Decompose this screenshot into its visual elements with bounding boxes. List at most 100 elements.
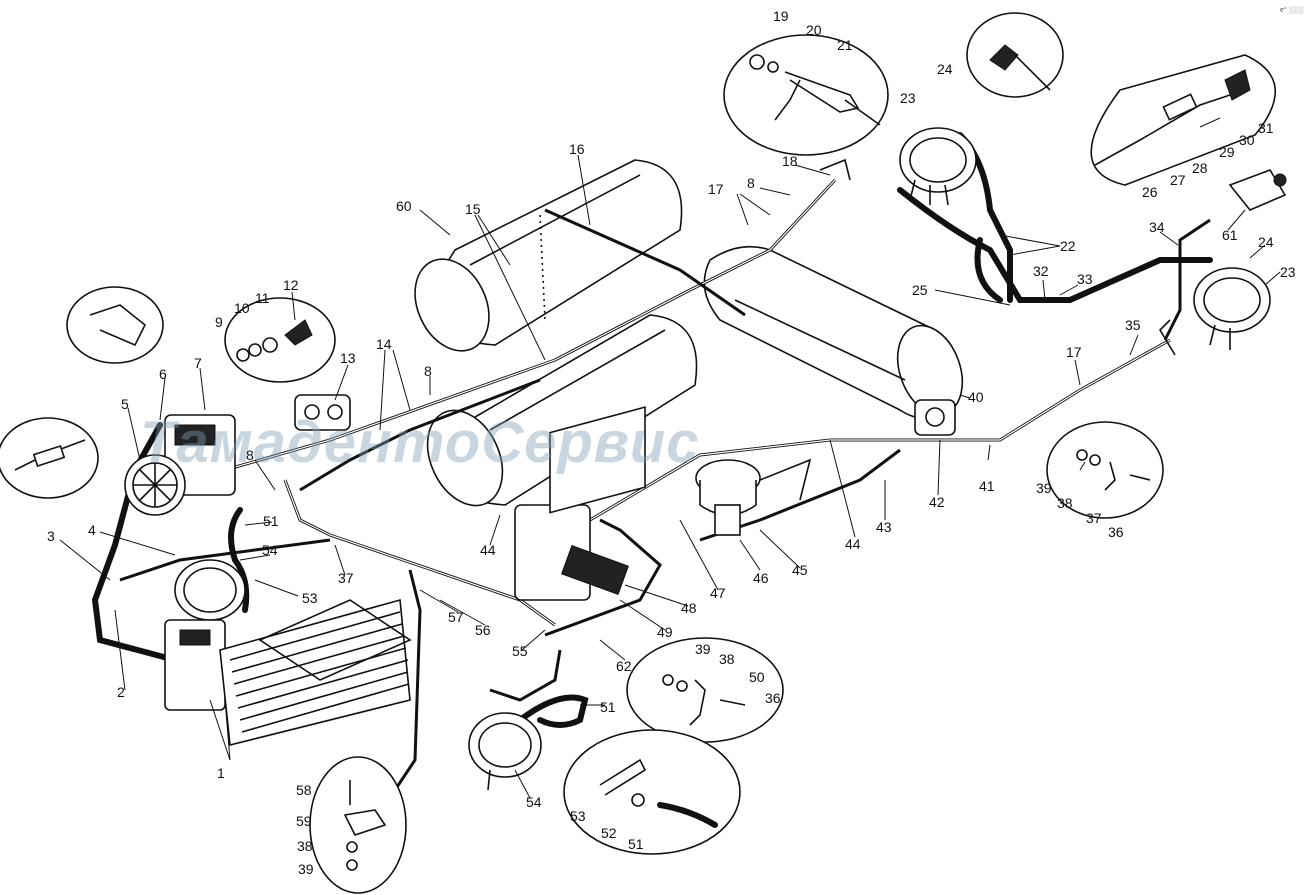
callout-43: 43 xyxy=(876,519,892,535)
callout-29: 29 xyxy=(1219,144,1235,160)
callout-39-right: 39 xyxy=(1036,480,1052,496)
callout-20: 20 xyxy=(806,22,822,38)
callout-54-bottom: 54 xyxy=(526,794,542,810)
release-valve-rear xyxy=(914,399,956,436)
callout-5: 5 xyxy=(121,396,129,412)
callout-2: 2 xyxy=(117,684,125,700)
callout-1: 1 xyxy=(217,765,225,781)
callout-42: 42 xyxy=(929,494,945,510)
protection-valve xyxy=(294,394,351,431)
callout-18: 18 xyxy=(782,153,798,169)
callout-16: 16 xyxy=(569,141,585,157)
detail-bubble-36-39-right xyxy=(1046,421,1164,519)
detail-bubble-9-12 xyxy=(224,297,336,383)
callout-38-right: 38 xyxy=(1057,495,1073,511)
watermark-text: ТамадентоСервис xyxy=(140,410,700,475)
callout-28: 28 xyxy=(1192,160,1208,176)
air-receiver-front xyxy=(426,314,698,507)
callout-46: 46 xyxy=(753,570,769,586)
callout-33: 33 xyxy=(1077,271,1093,287)
callout-15: 15 xyxy=(465,201,481,217)
brake-chamber-rear-top xyxy=(899,127,977,206)
callout-11: 11 xyxy=(255,290,270,306)
callout-13: 13 xyxy=(340,350,356,366)
callout-41: 41 xyxy=(979,478,995,494)
callout-54-left: 54 xyxy=(262,542,278,558)
callout-4: 4 xyxy=(88,522,96,538)
air-receiver-right xyxy=(703,245,964,419)
rear-fitting-cluster xyxy=(819,158,1287,356)
callout-24-right: 24 xyxy=(1258,234,1274,250)
callout-17-top: 17 xyxy=(708,181,724,197)
callout-49: 49 xyxy=(657,624,673,640)
callout-37-right: 37 xyxy=(1086,510,1102,526)
callout-25: 25 xyxy=(912,282,928,298)
callout-7: 7 xyxy=(194,355,202,371)
callout-23-top: 23 xyxy=(900,90,916,106)
callout-40: 40 xyxy=(968,389,984,405)
callout-38-bubble: 38 xyxy=(719,651,735,667)
callout-12: 12 xyxy=(283,277,299,293)
brake-chamber-front xyxy=(468,712,542,791)
callout-8-mid: 8 xyxy=(424,363,432,379)
callout-59: 59 xyxy=(296,813,312,829)
brake-chamber-left xyxy=(174,559,246,621)
callout-44-right: 44 xyxy=(845,536,861,552)
callout-22: 22 xyxy=(1060,238,1076,254)
callout-57: 57 xyxy=(448,609,464,625)
detail-bubble-51-53 xyxy=(563,729,741,855)
callout-21: 21 xyxy=(837,37,853,53)
hand-brake-valve xyxy=(514,406,646,601)
callout-52: 52 xyxy=(601,825,617,841)
callout-51-left: 51 xyxy=(263,513,279,529)
brake-chamber-rear-right xyxy=(1193,267,1271,350)
detail-bubble-3 xyxy=(0,417,99,499)
callout-51-bubble: 51 xyxy=(628,836,644,852)
pressure-regulator xyxy=(164,619,226,711)
callout-6: 6 xyxy=(159,366,167,382)
callout-61: 61 xyxy=(1222,227,1238,243)
callout-39-bubble: 39 xyxy=(695,641,711,657)
compressor-unit xyxy=(124,414,236,516)
callout-60: 60 xyxy=(396,198,412,214)
detail-bubble-19-21 xyxy=(723,34,889,156)
callout-30: 30 xyxy=(1239,132,1255,148)
callout-35: 35 xyxy=(1125,317,1141,333)
callout-14: 14 xyxy=(376,336,392,352)
detail-bubble-6 xyxy=(66,286,164,364)
callout-48: 48 xyxy=(681,600,697,616)
callout-47: 47 xyxy=(710,585,726,601)
callout-31: 31 xyxy=(1258,120,1274,136)
callout-27: 27 xyxy=(1170,172,1186,188)
callout-53-bubble: 53 xyxy=(570,808,586,824)
callout-8-top: 8 xyxy=(747,175,755,191)
callout-36-right: 36 xyxy=(1108,524,1124,540)
detail-bubble-26-31 xyxy=(1090,54,1277,186)
air-receiver-upper xyxy=(414,159,683,352)
detail-bubble-38-59 xyxy=(309,756,407,894)
callout-19: 19 xyxy=(773,8,789,24)
callout-labels: 1 2 3 4 5 6 7 8 8 8 9 10 11 12 13 14 15 … xyxy=(47,8,1296,877)
callout-45: 45 xyxy=(792,562,808,578)
pipe-network xyxy=(119,178,1211,791)
cooler-radiator xyxy=(219,598,412,746)
callout-44-left: 44 xyxy=(480,542,496,558)
callout-37-left: 37 xyxy=(338,570,354,586)
callout-24-top: 24 xyxy=(937,61,953,77)
callout-51-mid: 51 xyxy=(600,699,616,715)
callout-8-left: 8 xyxy=(246,447,254,463)
callout-36-bubble: 36 xyxy=(765,690,781,706)
callout-32: 32 xyxy=(1033,263,1049,279)
callout-3: 3 xyxy=(47,528,55,544)
callout-58: 58 xyxy=(296,782,312,798)
corner-mark: e° ░░░ xyxy=(1280,6,1304,14)
brake-valve xyxy=(695,458,812,536)
callout-56: 56 xyxy=(475,622,491,638)
callout-39-bottom: 39 xyxy=(298,861,314,877)
callout-55: 55 xyxy=(512,643,528,659)
callout-38-bottom: 38 xyxy=(297,838,313,854)
callout-26: 26 xyxy=(1142,184,1158,200)
callout-23-right: 23 xyxy=(1280,264,1296,280)
callout-62: 62 xyxy=(616,658,632,674)
callout-17-right: 17 xyxy=(1066,344,1082,360)
